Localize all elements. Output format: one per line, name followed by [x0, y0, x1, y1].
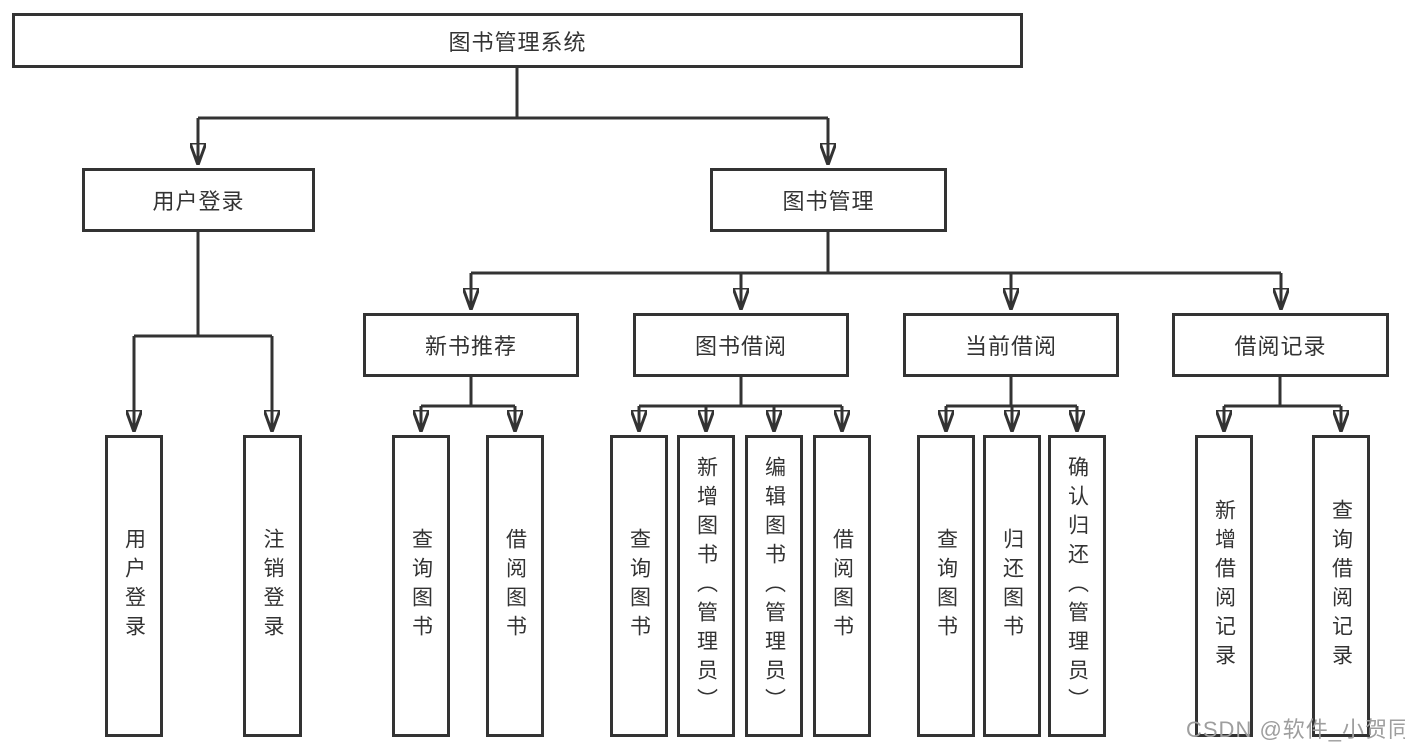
node-nbr-borrow-book: 借阅图书 — [486, 435, 544, 737]
node-nbr-borrow-book-label: 借阅图书 — [503, 528, 527, 644]
node-book-borrow-label: 图书借阅 — [694, 334, 787, 359]
node-root-label: 图书管理系统 — [448, 29, 587, 55]
node-borrow-records: 借阅记录 — [1172, 313, 1389, 377]
node-bb-add-book: 新增图书（管理员） — [677, 435, 735, 737]
node-new-book-recommend: 新书推荐 — [363, 313, 579, 377]
node-book-management-label: 图书管理 — [782, 189, 875, 214]
node-user-login-action-label: 用户登录 — [122, 528, 146, 644]
node-bb-query-book: 查询图书 — [610, 435, 668, 737]
node-new-book-recommend-label: 新书推荐 — [424, 334, 517, 359]
node-current-borrow-label: 当前借阅 — [964, 334, 1057, 359]
node-cb-confirm-return-label: 确认归还（管理员） — [1065, 455, 1089, 717]
node-user-login: 用户登录 — [82, 168, 315, 232]
node-br-query-record-label: 查询借阅记录 — [1329, 499, 1353, 673]
node-cb-query-book-label: 查询图书 — [934, 528, 958, 644]
node-bb-edit-book: 编辑图书（管理员） — [745, 435, 803, 737]
node-cb-confirm-return: 确认归还（管理员） — [1048, 435, 1106, 737]
node-br-query-record: 查询借阅记录 — [1312, 435, 1370, 737]
node-logout-action: 注销登录 — [243, 435, 302, 737]
node-cb-return-book: 归还图书 — [983, 435, 1041, 737]
node-nbr-query-book: 查询图书 — [392, 435, 450, 737]
node-bb-query-book-label: 查询图书 — [627, 528, 651, 644]
node-bb-add-book-label: 新增图书（管理员） — [694, 455, 718, 717]
node-user-login-label: 用户登录 — [152, 189, 245, 214]
node-bb-edit-book-label: 编辑图书（管理员） — [762, 455, 786, 717]
node-borrow-records-label: 借阅记录 — [1234, 334, 1327, 359]
node-current-borrow: 当前借阅 — [903, 313, 1119, 377]
node-logout-action-label: 注销登录 — [261, 528, 284, 644]
node-book-borrow: 图书借阅 — [633, 313, 849, 377]
node-book-management: 图书管理 — [710, 168, 947, 232]
node-root: 图书管理系统 — [12, 13, 1023, 68]
node-user-login-action: 用户登录 — [105, 435, 163, 737]
node-br-add-record: 新增借阅记录 — [1195, 435, 1253, 737]
node-cb-return-book-label: 归还图书 — [1000, 528, 1024, 644]
node-cb-query-book: 查询图书 — [917, 435, 975, 737]
node-bb-borrow-book: 借阅图书 — [813, 435, 871, 737]
node-bb-borrow-book-label: 借阅图书 — [830, 528, 854, 644]
node-br-add-record-label: 新增借阅记录 — [1212, 499, 1236, 673]
csdn-watermark: CSDN @软件_小贺同学 — [1186, 717, 1405, 742]
node-nbr-query-book-label: 查询图书 — [409, 528, 433, 644]
